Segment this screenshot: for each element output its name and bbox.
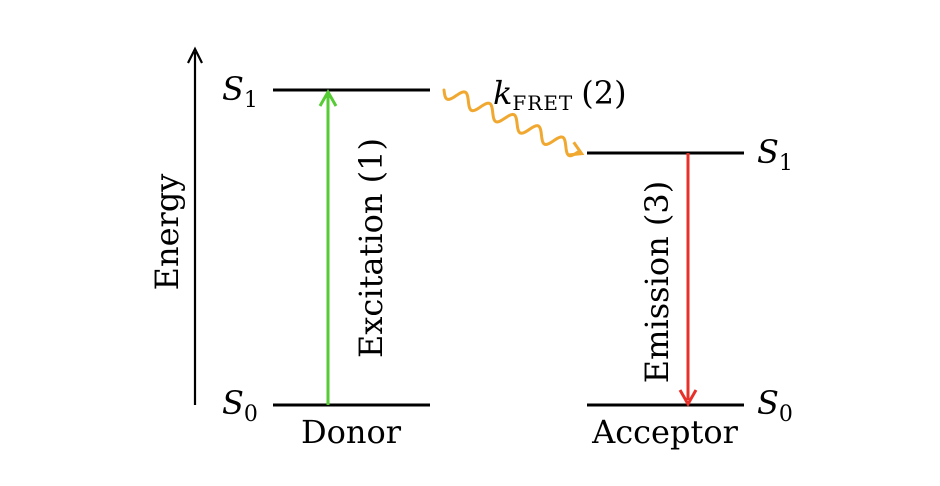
fret-wave-path	[442, 88, 580, 158]
excitation-label: Excitation (1)	[352, 138, 390, 358]
acceptor-label: Acceptor	[591, 413, 739, 451]
donor-s0-label: S0	[222, 384, 258, 427]
energy-axis-label: Energy	[148, 174, 186, 291]
fret-arrow-head	[567, 141, 585, 157]
donor-label: Donor	[301, 413, 402, 451]
emission-arrow	[678, 153, 698, 408]
emission-arrow-head	[678, 389, 698, 408]
excitation-arrow	[318, 88, 338, 405]
energy-axis-arrowhead	[187, 46, 203, 64]
acceptor-s0-label: S0	[757, 384, 793, 427]
excitation-arrow-head	[318, 88, 338, 107]
fret-transfer-arrow	[442, 88, 585, 158]
donor-s1-label: S1	[222, 70, 258, 113]
emission-label: Emission (3)	[638, 181, 676, 383]
fret-rate-label: kFRET(2)	[493, 74, 627, 115]
acceptor-s1-label: S1	[757, 133, 793, 176]
